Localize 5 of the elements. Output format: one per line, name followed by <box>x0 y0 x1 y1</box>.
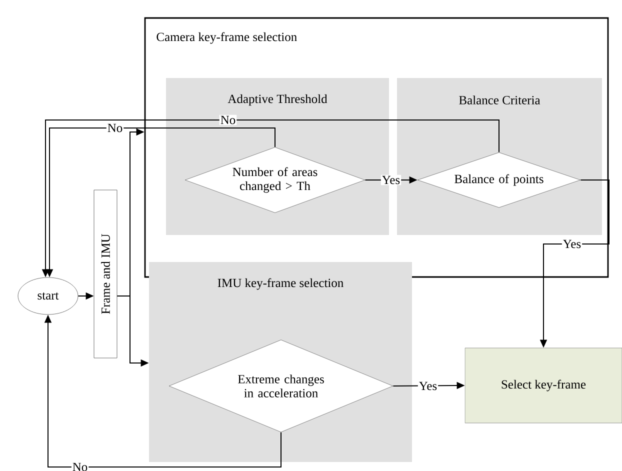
process-box: Select key-frame <box>464 348 622 424</box>
edge-label: Yes <box>418 380 438 392</box>
input-box: Frame and IMU <box>94 190 118 358</box>
edge-label: No <box>71 462 89 471</box>
edge-label: No <box>106 122 124 134</box>
